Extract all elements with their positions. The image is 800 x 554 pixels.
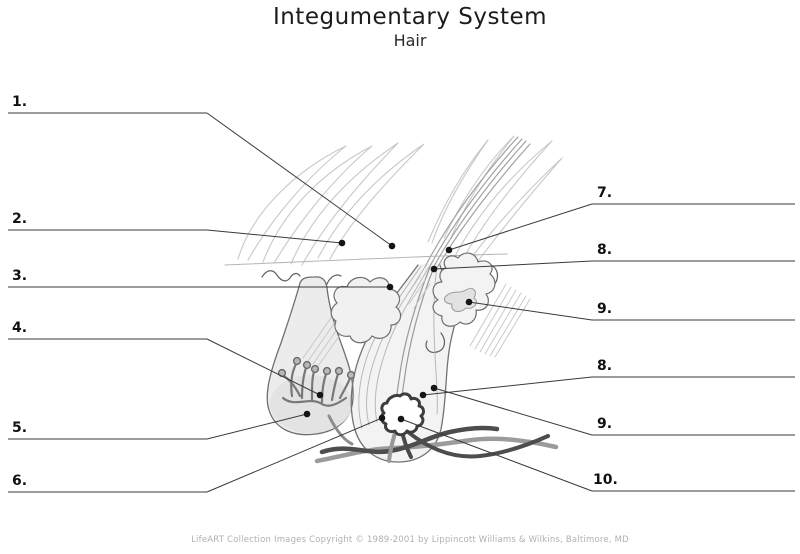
hair-bundle-line (432, 140, 527, 269)
left-sebaceous-gland (330, 276, 402, 344)
leader-dots (303, 239, 473, 423)
leader-dot (430, 384, 438, 392)
leader-line-1 (206, 112, 393, 247)
leader-lines (206, 112, 593, 493)
label-number-5: 5. (12, 420, 28, 436)
leader-line-7 (448, 203, 593, 251)
hair-strand (467, 157, 563, 265)
leader-dot (386, 283, 394, 291)
blood-vessels (314, 425, 559, 464)
hair-strand (317, 143, 425, 260)
leader-dot (419, 391, 427, 399)
label-number-3: 3. (12, 268, 28, 284)
leader-line-8 (433, 260, 593, 270)
leader-line-9b (433, 387, 593, 436)
leader-dot (316, 391, 324, 399)
leader-line-8b (422, 376, 593, 396)
hair-shaft-bundle (424, 136, 531, 269)
leader-dot (430, 265, 438, 273)
dermal-papilla (380, 392, 425, 437)
follicle-outer-wall (350, 264, 464, 463)
hair-illustration (224, 135, 563, 464)
leader-line-10 (400, 418, 593, 492)
hair-strand (290, 142, 399, 266)
sheath-line (366, 266, 426, 426)
papilla-stem-light (387, 431, 397, 463)
label-number-7: 7. (597, 185, 613, 201)
hair-strand (427, 139, 489, 244)
label-number-8: 8. (597, 242, 613, 258)
leader-dot (465, 298, 473, 306)
label-number-9b: 9. (597, 416, 613, 432)
hair-bundle-line (428, 138, 523, 269)
leader-line-5 (206, 413, 308, 440)
copyright-notice: LifeART Collection Images Copyright © 19… (191, 535, 629, 545)
leader-dot (338, 239, 346, 247)
hair-strand (443, 135, 515, 241)
sebaceous-gland-inner (443, 287, 477, 312)
sheath-line (358, 265, 422, 429)
hair-shafts (237, 135, 563, 266)
sweat-gland-duct (327, 414, 354, 446)
leader-dot (303, 410, 311, 418)
label-number-1: 1. (12, 94, 28, 110)
label-number-8b: 8. (597, 358, 613, 374)
vessel-dark (319, 425, 500, 455)
hair-strand (237, 145, 347, 261)
leader-line-9 (468, 301, 593, 321)
label-number-2: 2. (12, 211, 28, 227)
sebaceous-gland (432, 252, 496, 327)
hair-strand (262, 145, 373, 264)
leader-line-4 (206, 338, 321, 396)
sheath-line (374, 266, 430, 423)
label-number-9: 9. (597, 301, 613, 317)
answer-blanks (8, 112, 795, 493)
leader-line-2 (206, 229, 343, 244)
sweat-gland-tree (277, 356, 356, 407)
label-number-10: 10. (593, 472, 618, 488)
leader-dot (388, 242, 396, 250)
label-number-4: 4. (12, 320, 28, 336)
sebaceous-gland-outline (432, 252, 496, 327)
vessel-dark (406, 430, 550, 459)
sweat-gland-shade (270, 375, 352, 433)
hair-strand (454, 140, 553, 260)
gland-knobs (277, 356, 356, 380)
leader-dot (397, 415, 405, 423)
hair-bundle-line (436, 143, 531, 269)
leader-dot (378, 414, 386, 422)
leader-dot (445, 246, 453, 254)
hair-bundle-line (424, 136, 519, 268)
label-number-6: 6. (12, 473, 28, 489)
vessel-light (314, 436, 559, 464)
leader-line-6 (206, 417, 383, 493)
